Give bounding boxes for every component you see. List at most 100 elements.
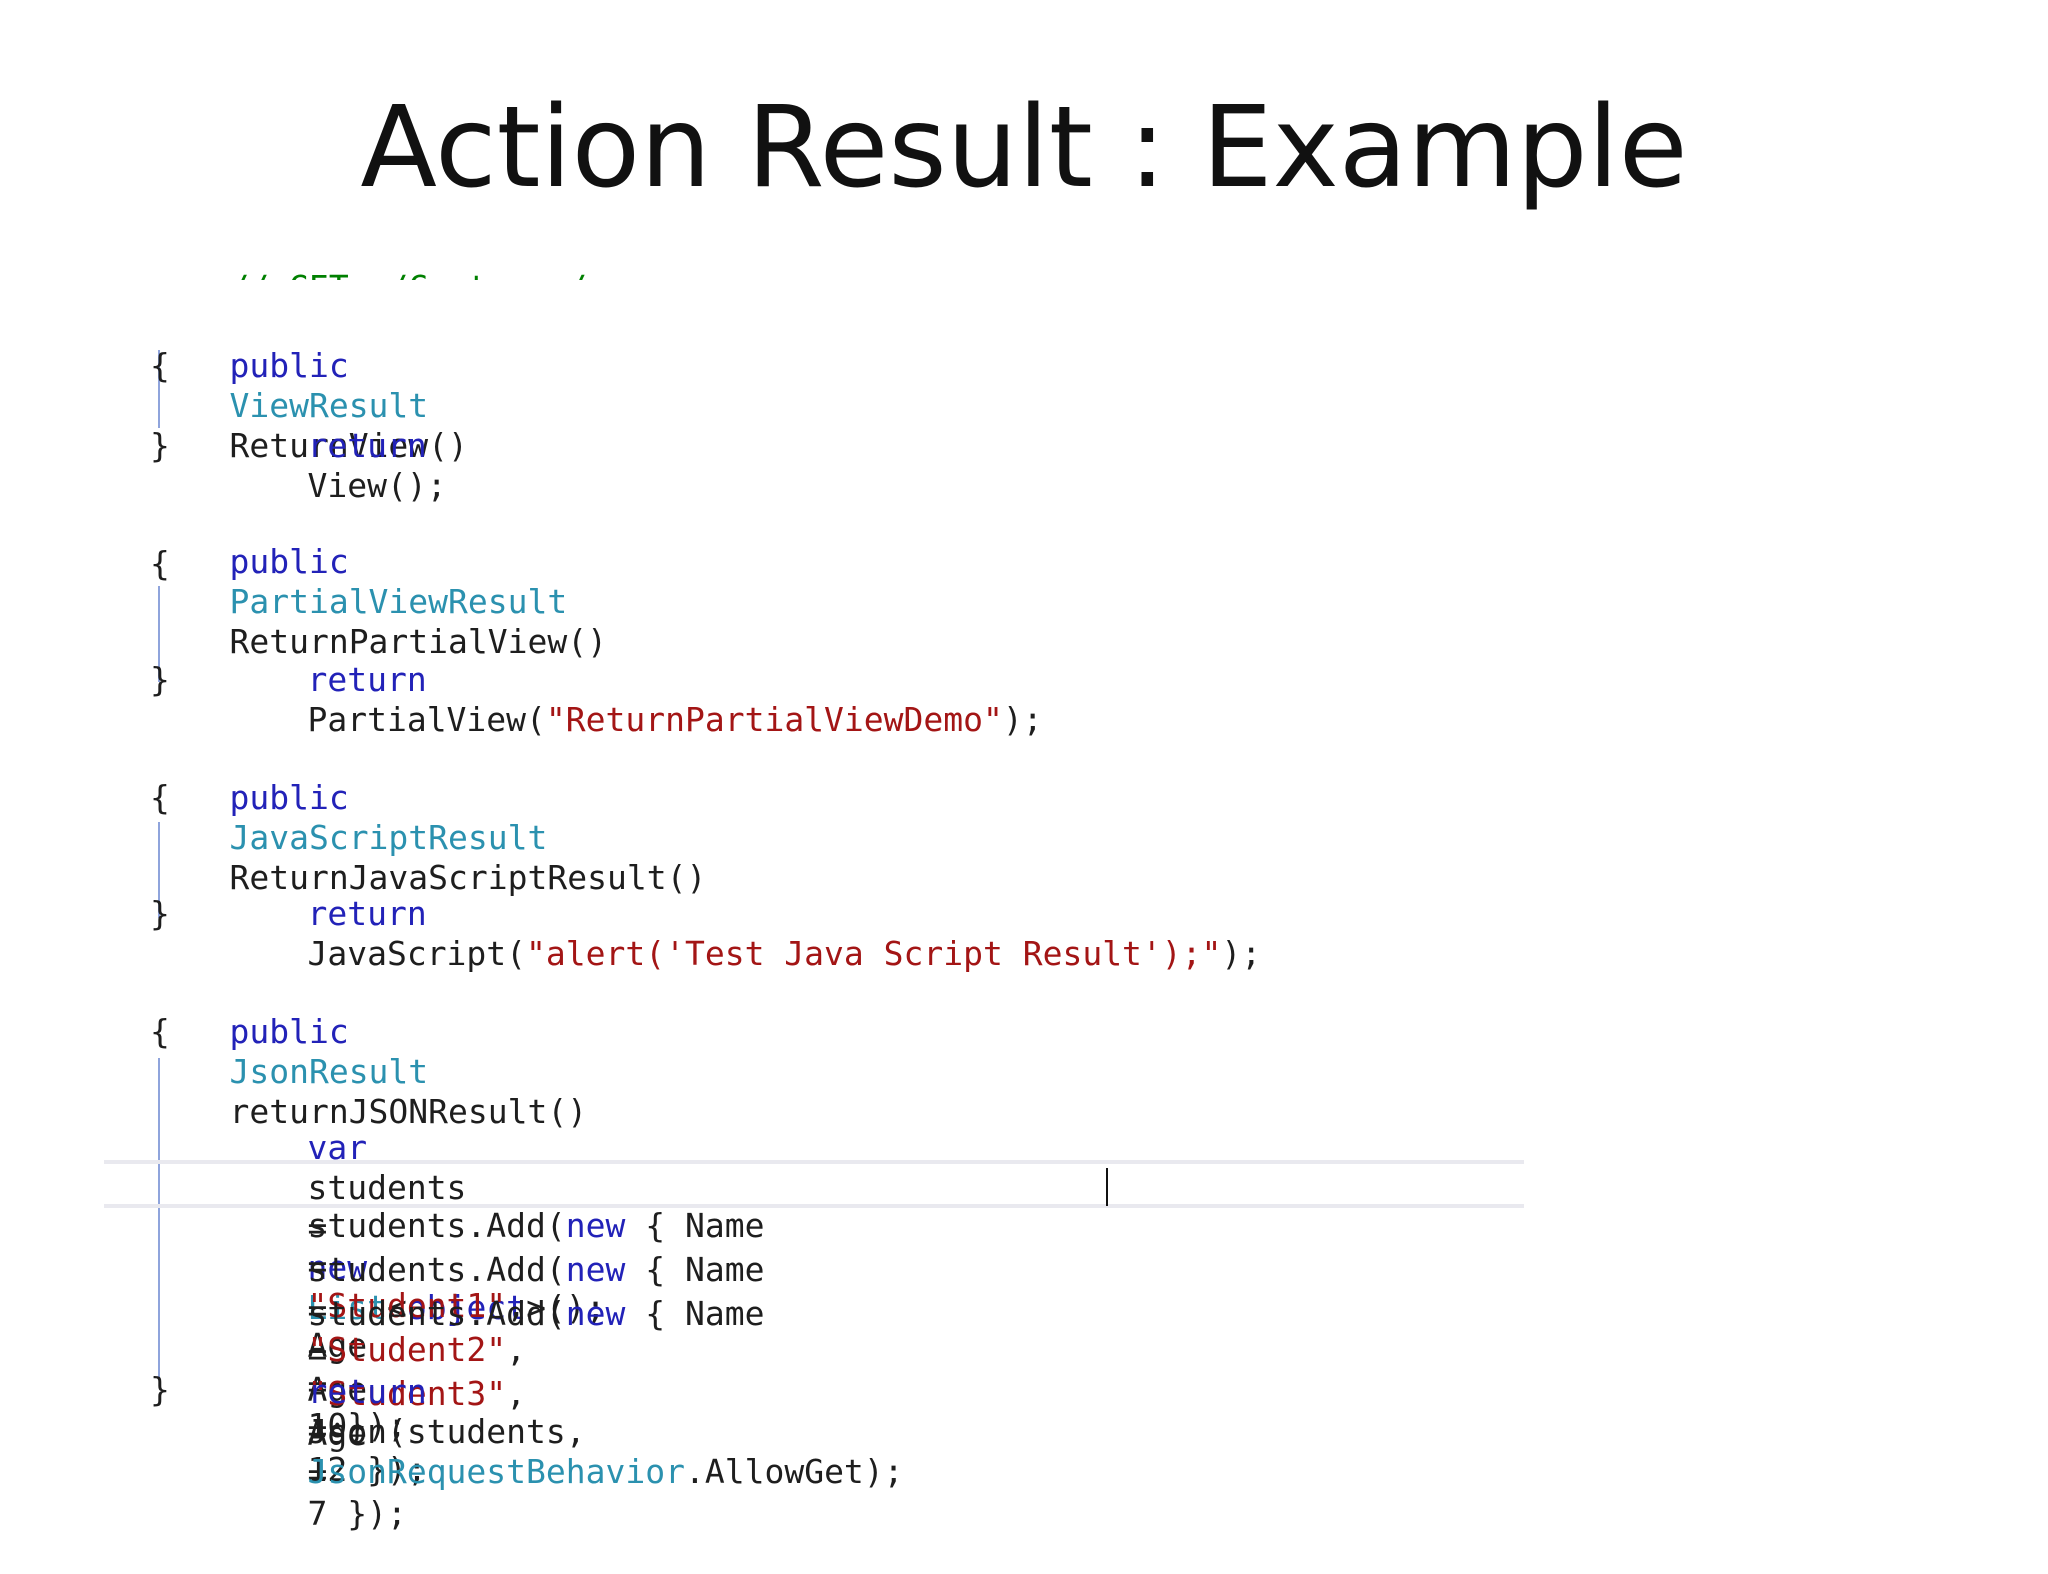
age-value: 10 xyxy=(307,1406,348,1445)
call-end: ); xyxy=(1002,700,1043,739)
return-keyword: return xyxy=(307,660,427,699)
current-line-highlight-top xyxy=(104,1160,1524,1164)
json-open-brace: { xyxy=(150,1012,170,1051)
student3-add-line: students.Add(new { Name = "Student3", Ag… xyxy=(228,1254,764,1533)
view-method-signature: public ViewResult ReturnView() xyxy=(150,306,467,465)
assignment: = xyxy=(307,1454,328,1493)
return-keyword: return xyxy=(307,426,427,465)
comma: , xyxy=(506,1286,527,1325)
comma: , xyxy=(506,1374,527,1413)
string-argument: "alert('Test Java Script Result');" xyxy=(526,934,1222,973)
partial-method-signature: public PartialViewResult ReturnPartialVi… xyxy=(150,502,607,661)
generic-open: < xyxy=(386,1288,407,1327)
behavior-value: AllowGet xyxy=(704,1452,864,1491)
method-name: ReturnPartialView xyxy=(229,622,568,661)
return-keyword: return xyxy=(307,1372,427,1411)
view-return-line: return View(); xyxy=(228,386,446,505)
assignment: = xyxy=(307,1290,328,1329)
comma: , xyxy=(506,1330,527,1369)
age-field: Age xyxy=(307,1370,368,1409)
assignment: = xyxy=(307,1410,328,1449)
method-gutter-1 xyxy=(158,350,160,428)
students-declaration: var students = new List<object>(); xyxy=(228,1088,605,1327)
return-call-prefix: PartialView( xyxy=(307,700,546,739)
parameters: () xyxy=(428,426,468,465)
method-name: ReturnJavaScriptResult xyxy=(229,858,667,897)
student-name-string: "Student1" xyxy=(307,1286,507,1325)
javascript-method-signature: public JavaScriptResult ReturnJavaScript… xyxy=(150,738,706,897)
new-keyword: new xyxy=(565,1250,626,1289)
age-value: 7 xyxy=(307,1494,328,1533)
code-screenshot: // GET: /Customer/ public ViewResult Ret… xyxy=(104,262,1524,1533)
object-open: { xyxy=(625,1250,685,1289)
json-method-signature: public JsonResult returnJSONResult() xyxy=(150,972,587,1131)
assignment: = xyxy=(307,1208,328,1247)
assignment: = xyxy=(307,1334,328,1373)
json-return-line: return Json(students, JsonRequestBehavio… xyxy=(228,1332,903,1491)
string-argument: "ReturnPartialViewDemo" xyxy=(545,700,1003,739)
return-call-prefix: JavaScript( xyxy=(307,934,527,973)
object-open: { xyxy=(625,1206,685,1245)
student-name-string: "Student2" xyxy=(307,1330,507,1369)
age-value: 12 xyxy=(307,1450,348,1489)
parameters: () xyxy=(666,858,707,897)
javascript-close-brace: } xyxy=(150,894,170,933)
student2-add-line: students.Add(new { Name = "Student2", Ag… xyxy=(228,1210,764,1489)
name-field: Name xyxy=(684,1250,765,1289)
parameters: () xyxy=(567,622,607,661)
method-name: ReturnView xyxy=(229,426,429,465)
member-dot: . xyxy=(684,1452,705,1491)
return-call: View(); xyxy=(307,466,447,505)
view-close-brace: } xyxy=(150,426,170,465)
age-field: Age xyxy=(307,1326,368,1365)
return-type: ViewResult xyxy=(229,386,429,425)
method-gutter-2 xyxy=(158,586,160,682)
return-type: JsonResult xyxy=(229,1052,429,1091)
object-open: { xyxy=(625,1294,685,1333)
slide-title: Action Result : Example xyxy=(360,83,1688,213)
object-close: }); xyxy=(327,1494,407,1533)
behavior-type: JsonRequestBehavior xyxy=(307,1452,685,1491)
new-keyword: new xyxy=(565,1206,626,1245)
json-call-prefix: Json(students, xyxy=(307,1412,586,1451)
name-field: Name xyxy=(684,1206,765,1245)
public-keyword: public xyxy=(229,1012,349,1051)
method-gutter-3 xyxy=(158,822,160,918)
object-close: }); xyxy=(347,1450,427,1489)
public-keyword: public xyxy=(229,778,349,817)
new-keyword: new xyxy=(307,1248,368,1287)
list-type: List xyxy=(307,1288,387,1327)
javascript-return-line: return JavaScript("alert('Test Java Scri… xyxy=(228,854,1261,973)
object-close: }); xyxy=(347,1406,407,1445)
method-name: returnJSONResult xyxy=(229,1092,548,1131)
name-field: Name xyxy=(684,1294,765,1333)
constructor-end: >(); xyxy=(526,1288,606,1327)
age-field: Age xyxy=(307,1414,368,1453)
public-keyword: public xyxy=(229,346,349,385)
return-type: PartialViewResult xyxy=(229,582,568,621)
text-caret xyxy=(1106,1168,1108,1206)
partial-close-brace: } xyxy=(150,660,170,699)
parameters: () xyxy=(547,1092,588,1131)
variable-name: students xyxy=(307,1168,467,1207)
partial-return-line: return PartialView("ReturnPartialViewDem… xyxy=(228,620,1042,739)
student-name-string: "Student3" xyxy=(307,1374,507,1413)
method-gutter-4 xyxy=(158,1058,160,1378)
student1-add-line: students.Add(new { Name = "Student1", Ag… xyxy=(228,1166,764,1445)
current-line-highlight-bottom xyxy=(104,1204,1524,1208)
partial-open-brace: { xyxy=(150,544,170,583)
public-keyword: public xyxy=(229,542,349,581)
call-end: ); xyxy=(1221,934,1262,973)
javascript-open-brace: { xyxy=(150,778,170,817)
return-keyword: return xyxy=(307,894,427,933)
add-call: students.Add( xyxy=(307,1250,566,1289)
object-keyword: object xyxy=(406,1288,527,1327)
clipped-comment: // GET: /Customer/ xyxy=(150,258,587,280)
json-close-brace: } xyxy=(150,1370,170,1409)
add-call: students.Add( xyxy=(307,1294,566,1333)
return-type: JavaScriptResult xyxy=(229,818,548,857)
assignment: = xyxy=(307,1366,328,1405)
view-open-brace: { xyxy=(150,346,170,385)
add-call: students.Add( xyxy=(307,1206,566,1245)
new-keyword: new xyxy=(565,1294,626,1333)
